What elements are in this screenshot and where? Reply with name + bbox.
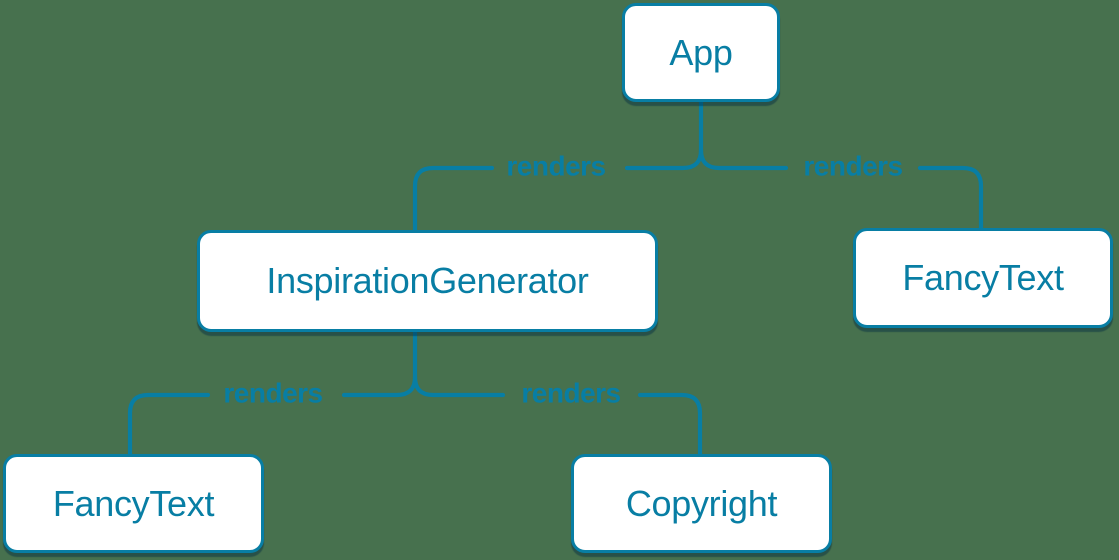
edge-ig-stem-left (341, 329, 418, 398)
node-fancy-text-top-label: FancyText (902, 257, 1064, 298)
edge-app-stem-left (624, 99, 704, 171)
edge-label-app-fancytext: renders (803, 150, 903, 182)
node-copyright: Copyright (571, 454, 832, 553)
edge-ig-to-fancytext-elbow (127, 392, 211, 457)
node-app-label: App (669, 31, 733, 73)
node-fancy-text-bottom-label: FancyText (52, 482, 215, 524)
edge-label-app-inspirationgenerator: renders (506, 150, 606, 182)
node-inspiration-generator-label: InspirationGenerator (266, 260, 589, 301)
edge-app-to-inspirationgenerator-elbow (412, 165, 495, 233)
edge-app-stem-right (698, 147, 789, 171)
edge-ig-to-copyright-elbow (637, 392, 703, 457)
edge-label-ig-copyright: renders (521, 377, 621, 409)
node-fancy-text-bottom: FancyText (3, 454, 264, 553)
edge-label-ig-fancytext: renders (223, 377, 323, 409)
node-copyright-label: Copyright (625, 482, 778, 524)
node-inspiration-generator: InspirationGenerator (197, 230, 658, 332)
node-fancy-text-top: FancyText (853, 228, 1113, 328)
node-app: App (622, 3, 780, 102)
edge-ig-stem-right (412, 374, 506, 398)
edge-app-to-fancytext-elbow (917, 165, 984, 231)
